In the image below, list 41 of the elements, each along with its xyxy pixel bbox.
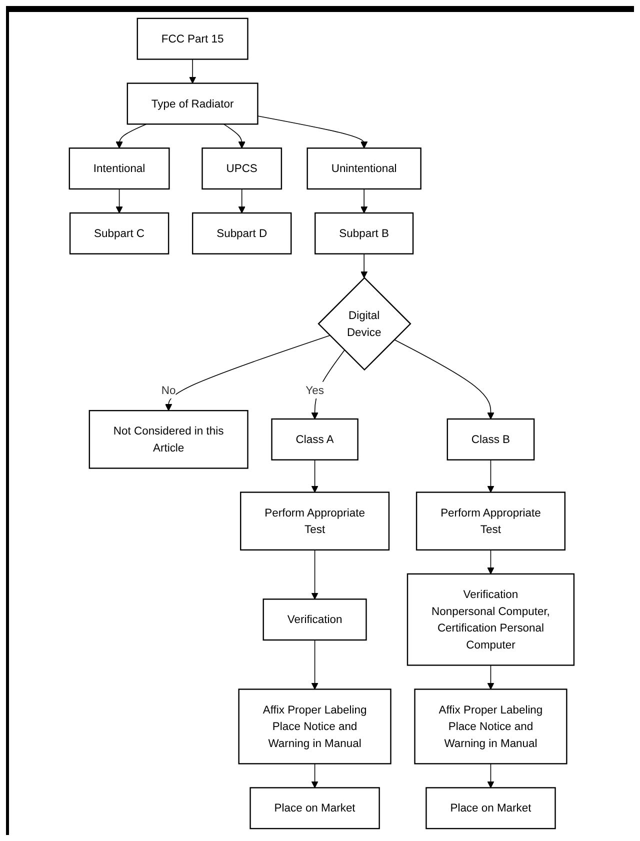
- arrow: [116, 124, 147, 148]
- node-box: Not Considered in this Article: [88, 410, 248, 469]
- arrow: [311, 763, 318, 788]
- arrow: [394, 339, 494, 420]
- node-box: Place on Market: [249, 787, 380, 830]
- edge-label: No: [161, 383, 176, 396]
- node-box: Affix Proper Labeling Place Notice and Warning in Manual: [414, 688, 568, 764]
- node-box: Subpart D: [192, 212, 292, 254]
- node-box: Perform Appropriate Test: [240, 492, 390, 551]
- arrow: [487, 664, 494, 690]
- node-box: Unintentional: [306, 148, 422, 190]
- arrow: [360, 188, 368, 214]
- node-box: Subpart C: [69, 212, 169, 254]
- node-box: Type of Radiator: [126, 82, 258, 125]
- arrow: [487, 459, 494, 493]
- arrow: [116, 188, 123, 214]
- arrow: [311, 550, 318, 600]
- arrow: [164, 335, 330, 411]
- arrow: [360, 253, 368, 278]
- node-box: Class B: [446, 418, 534, 460]
- arrow: [311, 350, 345, 420]
- node-box: Intentional: [68, 148, 170, 190]
- arrow: [257, 116, 368, 148]
- node-diamond: Digital Device: [317, 277, 412, 371]
- edge-label: Yes: [305, 383, 324, 396]
- arrow: [238, 188, 246, 214]
- arrow: [311, 459, 318, 493]
- arrow: [311, 640, 318, 690]
- node-box: Affix Proper Labeling Place Notice and Warning in Manual: [238, 688, 392, 764]
- node-box: Class A: [270, 418, 358, 460]
- node-box: Verification: [262, 598, 367, 641]
- arrow: [188, 58, 196, 84]
- node-box: UPCS: [201, 148, 282, 190]
- arrow: [487, 550, 494, 574]
- arrow: [223, 124, 246, 148]
- node-box: Verification Nonpersonal Computer, Certification Personal Computer: [406, 573, 574, 666]
- node-box: Place on Market: [425, 787, 556, 830]
- node-box: Subpart B: [314, 212, 414, 254]
- node-box: FCC Part 15: [136, 18, 248, 60]
- arrow: [487, 763, 494, 788]
- node-box: Perform Appropriate Test: [416, 492, 566, 551]
